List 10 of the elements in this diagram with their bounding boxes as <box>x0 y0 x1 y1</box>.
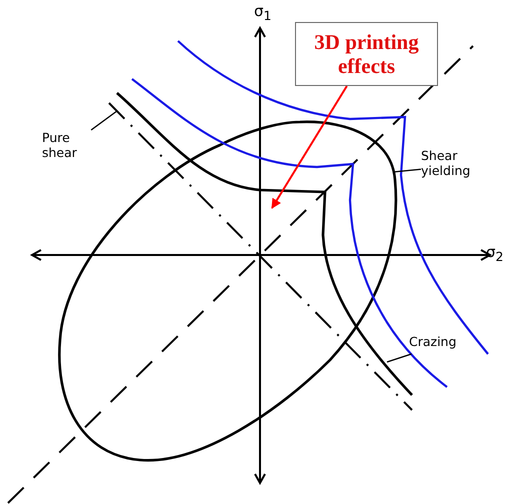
leader-line <box>392 168 422 173</box>
arrow <box>271 85 348 209</box>
callout-text: 3D printing effects <box>313 30 420 78</box>
axis-label: σ$_{1}$ <box>254 2 272 23</box>
leader-line <box>90 110 118 131</box>
region-label: Shear yielding <box>421 148 472 178</box>
leader-line <box>386 353 412 363</box>
callout-box <box>295 22 438 86</box>
region-label: Crazing <box>409 334 458 349</box>
region-label: Pure shear <box>42 130 78 160</box>
